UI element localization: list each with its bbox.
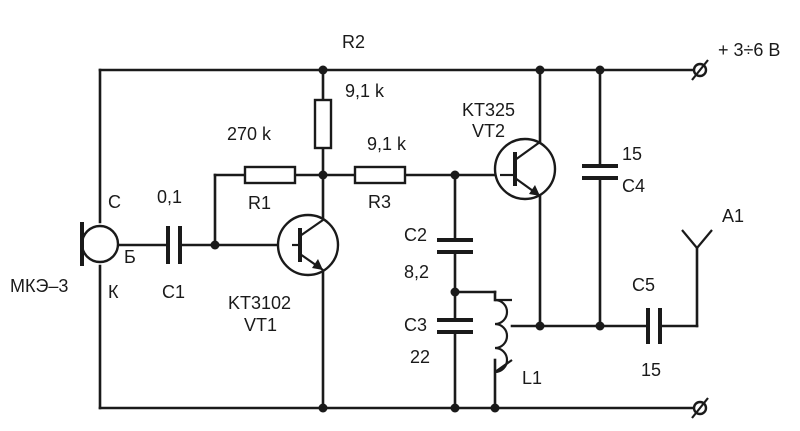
junction-dots [210,65,605,413]
c5-value: 15 [641,360,661,380]
supply-terminal [691,59,709,81]
capacitor-c2 [437,238,473,254]
capacitor-c3 [437,318,473,334]
r1-value: 270 k [227,124,272,144]
transistor-vt1 [276,213,340,277]
c4-value: 15 [622,144,642,164]
vt2-type: KT325 [462,100,515,120]
capacitor-c1 [166,226,182,264]
mic-designator: МКЭ–3 [10,276,68,296]
r1-designator: R1 [248,193,271,213]
r2-value: 9,1 k [345,81,385,101]
mic-pin-k: К [108,282,119,302]
c1-designator: C1 [162,282,185,302]
inductor-l1 [494,298,513,374]
resistor-r3 [353,165,407,185]
capacitor-c5 [646,308,662,344]
antenna-a1 [681,229,713,249]
vt1-type: KT3102 [228,293,291,313]
resistor-r1 [243,165,297,185]
vt2-designator: VT2 [472,121,505,141]
c2-designator: C2 [404,225,427,245]
capacitor-c4 [582,164,618,180]
c1-value: 0,1 [157,187,182,207]
c4-designator: C4 [622,176,645,196]
r2-designator: R2 [342,32,365,52]
l1-designator: L1 [522,368,542,388]
vt1-designator: VT1 [244,315,277,335]
mic-pin-c: С [108,192,121,212]
mic-pin-b: Б [124,247,136,267]
c2-value: 8,2 [404,262,429,282]
r3-designator: R3 [368,192,391,212]
a1-designator: A1 [722,206,744,226]
wires [98,68,702,410]
supply-label: + 3÷6 В [718,40,780,60]
c3-designator: C3 [404,315,427,335]
transistor-vt2 [493,137,557,201]
ground-terminal [691,397,709,419]
c3-value: 22 [410,347,430,367]
microphone-mke3 [80,222,120,266]
r3-value: 9,1 k [367,134,407,154]
c5-designator: C5 [632,275,655,295]
resistor-r2 [313,98,333,150]
